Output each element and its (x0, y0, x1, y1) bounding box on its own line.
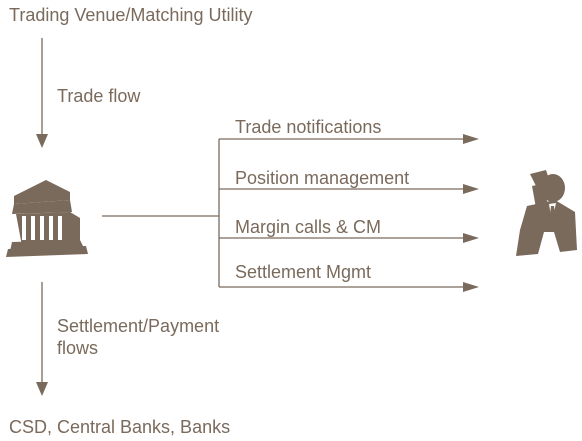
business-person-phone-icon (516, 170, 577, 256)
service-arrow-position-management (219, 184, 479, 194)
service-label-position-management: Position management (235, 168, 409, 188)
service-arrow-settlement-mgmt (219, 282, 479, 292)
destination-label: CSD, Central Banks, Banks (9, 417, 230, 437)
service-label-settlement-mgmt: Settlement Mgmt (235, 262, 371, 282)
bank-building-icon (6, 180, 88, 257)
settlement-flow-arrow (36, 282, 48, 396)
service-label-margin-calls: Margin calls & CM (235, 217, 381, 237)
source-label: Trading Venue/Matching Utility (9, 5, 252, 25)
trade-flow-arrow (36, 38, 48, 148)
settlement-flow-label-line1: Settlement/Payment (57, 316, 219, 336)
service-label-trade-notifications: Trade notifications (235, 117, 381, 137)
trade-flow-label: Trade flow (57, 86, 141, 106)
service-arrow-margin-calls (219, 233, 479, 243)
settlement-flow-label-line2: flows (57, 338, 98, 358)
service-arrow-trade-notifications (219, 134, 479, 144)
